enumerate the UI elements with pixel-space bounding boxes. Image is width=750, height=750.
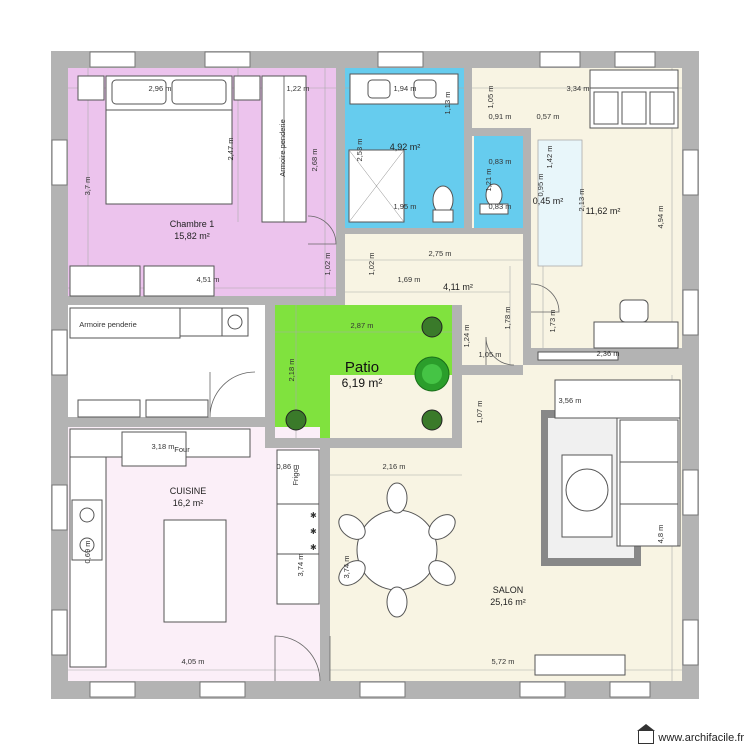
- patio-name: Patio: [345, 359, 379, 376]
- counter-left: [69, 456, 107, 668]
- svg-text:✱: ✱: [310, 511, 317, 520]
- couloir-area: 4,11 m²: [443, 282, 473, 292]
- cuisine-name: CUISINE: [170, 486, 207, 496]
- svg-text:1,94 m: 1,94 m: [394, 84, 417, 93]
- svg-text:2,13 m: 2,13 m: [577, 189, 586, 212]
- dresser-right: [143, 265, 215, 297]
- footer-brand: www.archifacile.fr: [658, 731, 744, 744]
- furniture-labels: Four Armoire penderie Armoire penderie F…: [79, 119, 300, 485]
- svg-text:2,16 m: 2,16 m: [383, 462, 406, 471]
- pillow-right: [171, 79, 227, 105]
- svg-text:2,36 m: 2,36 m: [597, 349, 620, 358]
- chambre-furniture: [69, 75, 337, 297]
- salon-name: SALON: [493, 585, 524, 595]
- svg-text:2,53 m: 2,53 m: [355, 139, 364, 162]
- svg-text:1,07 m: 1,07 m: [475, 401, 484, 424]
- svg-text:1,22 m: 1,22 m: [287, 84, 310, 93]
- svg-text:2,87 m: 2,87 m: [351, 321, 374, 330]
- chambre-name: Chambre 1: [170, 219, 215, 229]
- svg-text:3,74 m: 3,74 m: [296, 554, 305, 577]
- svg-text:1,02 m: 1,02 m: [323, 253, 332, 276]
- nightstand-left: [77, 75, 105, 101]
- svg-text:2,75 m: 2,75 m: [429, 249, 452, 258]
- sdb-furniture: [348, 73, 509, 223]
- svg-text:2,18 m: 2,18 m: [287, 359, 296, 382]
- tv-unit: [534, 654, 626, 676]
- svg-text:3,18 m: 3,18 m: [152, 442, 175, 451]
- svg-text:1,69 m: 1,69 m: [398, 275, 421, 284]
- svg-text:3,7 m: 3,7 m: [83, 177, 92, 196]
- salon-area: 25,16 m²: [490, 597, 526, 607]
- sdb-area: 4,92 m²: [390, 142, 421, 152]
- armoire-label-2: Armoire penderie: [79, 320, 137, 329]
- svg-text:1,05 m: 1,05 m: [479, 350, 502, 359]
- svg-text:2,96 m: 2,96 m: [149, 84, 172, 93]
- svg-text:0,91 m: 0,91 m: [489, 112, 512, 121]
- plant-3: [421, 409, 443, 431]
- svg-text:✱: ✱: [310, 543, 317, 552]
- svg-text:1,02 m: 1,02 m: [367, 253, 376, 276]
- svg-text:✱: ✱: [310, 527, 317, 536]
- svg-text:4,51 m: 4,51 m: [197, 275, 220, 284]
- four-label: Four: [174, 445, 190, 454]
- patio-area: 6,19 m²: [342, 376, 383, 390]
- room-labels: Chambre 1 15,82 m² 4,92 m² 0,45 m² 11,62…: [170, 142, 621, 607]
- dresser-left: [69, 265, 141, 297]
- svg-text:3,34 m: 3,34 m: [567, 84, 590, 93]
- svg-text:2,47 m: 2,47 m: [226, 138, 235, 161]
- plant-1: [421, 316, 443, 338]
- dimension-labels: 2,96 m 1,22 m 1,94 m 1,05 m 3,34 m 0,91 …: [83, 84, 665, 666]
- frigo-label: Frigo: [291, 468, 300, 485]
- svg-text:0,83 m: 0,83 m: [489, 157, 512, 166]
- home-icon: [637, 724, 656, 744]
- plant-2: [285, 409, 307, 431]
- desk-chair: [619, 299, 649, 323]
- bureau-furniture: [485, 69, 679, 366]
- chambre-area: 15,82 m²: [174, 231, 210, 241]
- svg-text:0,86 m: 0,86 m: [277, 462, 300, 471]
- cooktop: [276, 503, 320, 555]
- svg-text:1,42 m: 1,42 m: [545, 146, 554, 169]
- wardrobe-3: [69, 307, 181, 339]
- armoire-label-1: Armoire penderie: [278, 119, 287, 177]
- svg-text:0,83 m: 0,83 m: [489, 202, 512, 211]
- shelf: [537, 351, 619, 361]
- cuisine-furniture: ✱ ✱ ✱: [69, 428, 331, 682]
- svg-text:5,72 m: 5,72 m: [492, 657, 515, 666]
- patio-plants: [285, 316, 450, 431]
- svg-text:0,69 m: 0,69 m: [83, 541, 92, 564]
- fridge: [276, 449, 320, 505]
- svg-text:1,05 m: 1,05 m: [486, 86, 495, 109]
- pillow-left: [111, 79, 167, 105]
- windows: [51, 51, 699, 698]
- oven: [121, 431, 187, 467]
- hall-furniture: [69, 307, 256, 418]
- svg-text:1,13 m: 1,13 m: [443, 92, 452, 115]
- svg-text:1,78 m: 1,78 m: [503, 307, 512, 330]
- salon-furniture: [338, 379, 681, 676]
- svg-text:1,95 m: 1,95 m: [394, 202, 417, 211]
- svg-text:1,73 m: 1,73 m: [548, 310, 557, 333]
- island: [163, 519, 227, 623]
- svg-text:2,68 m: 2,68 m: [310, 149, 319, 172]
- svg-text:3,56 m: 3,56 m: [559, 396, 582, 405]
- bureau-area: 11,62 m²: [586, 206, 621, 216]
- sofa-back: [554, 379, 681, 419]
- svg-text:3,74 m: 3,74 m: [342, 556, 351, 579]
- wc-area: 0,45 m²: [533, 196, 564, 206]
- dining-table: [356, 509, 438, 591]
- svg-text:4,05 m: 4,05 m: [182, 657, 205, 666]
- cuisine-area: 16,2 m²: [173, 498, 204, 508]
- nightstand-right: [233, 75, 261, 101]
- svg-text:4,8 m: 4,8 m: [656, 525, 665, 544]
- svg-text:1,24 m: 1,24 m: [462, 325, 471, 348]
- svg-text:0,57 m: 0,57 m: [537, 112, 560, 121]
- footer: www.archifacile.fr: [637, 724, 744, 744]
- svg-text:1,21 m: 1,21 m: [484, 169, 493, 192]
- svg-text:4,94 m: 4,94 m: [656, 206, 665, 229]
- desk: [593, 321, 679, 349]
- svg-text:0,95 m: 0,95 m: [536, 174, 545, 197]
